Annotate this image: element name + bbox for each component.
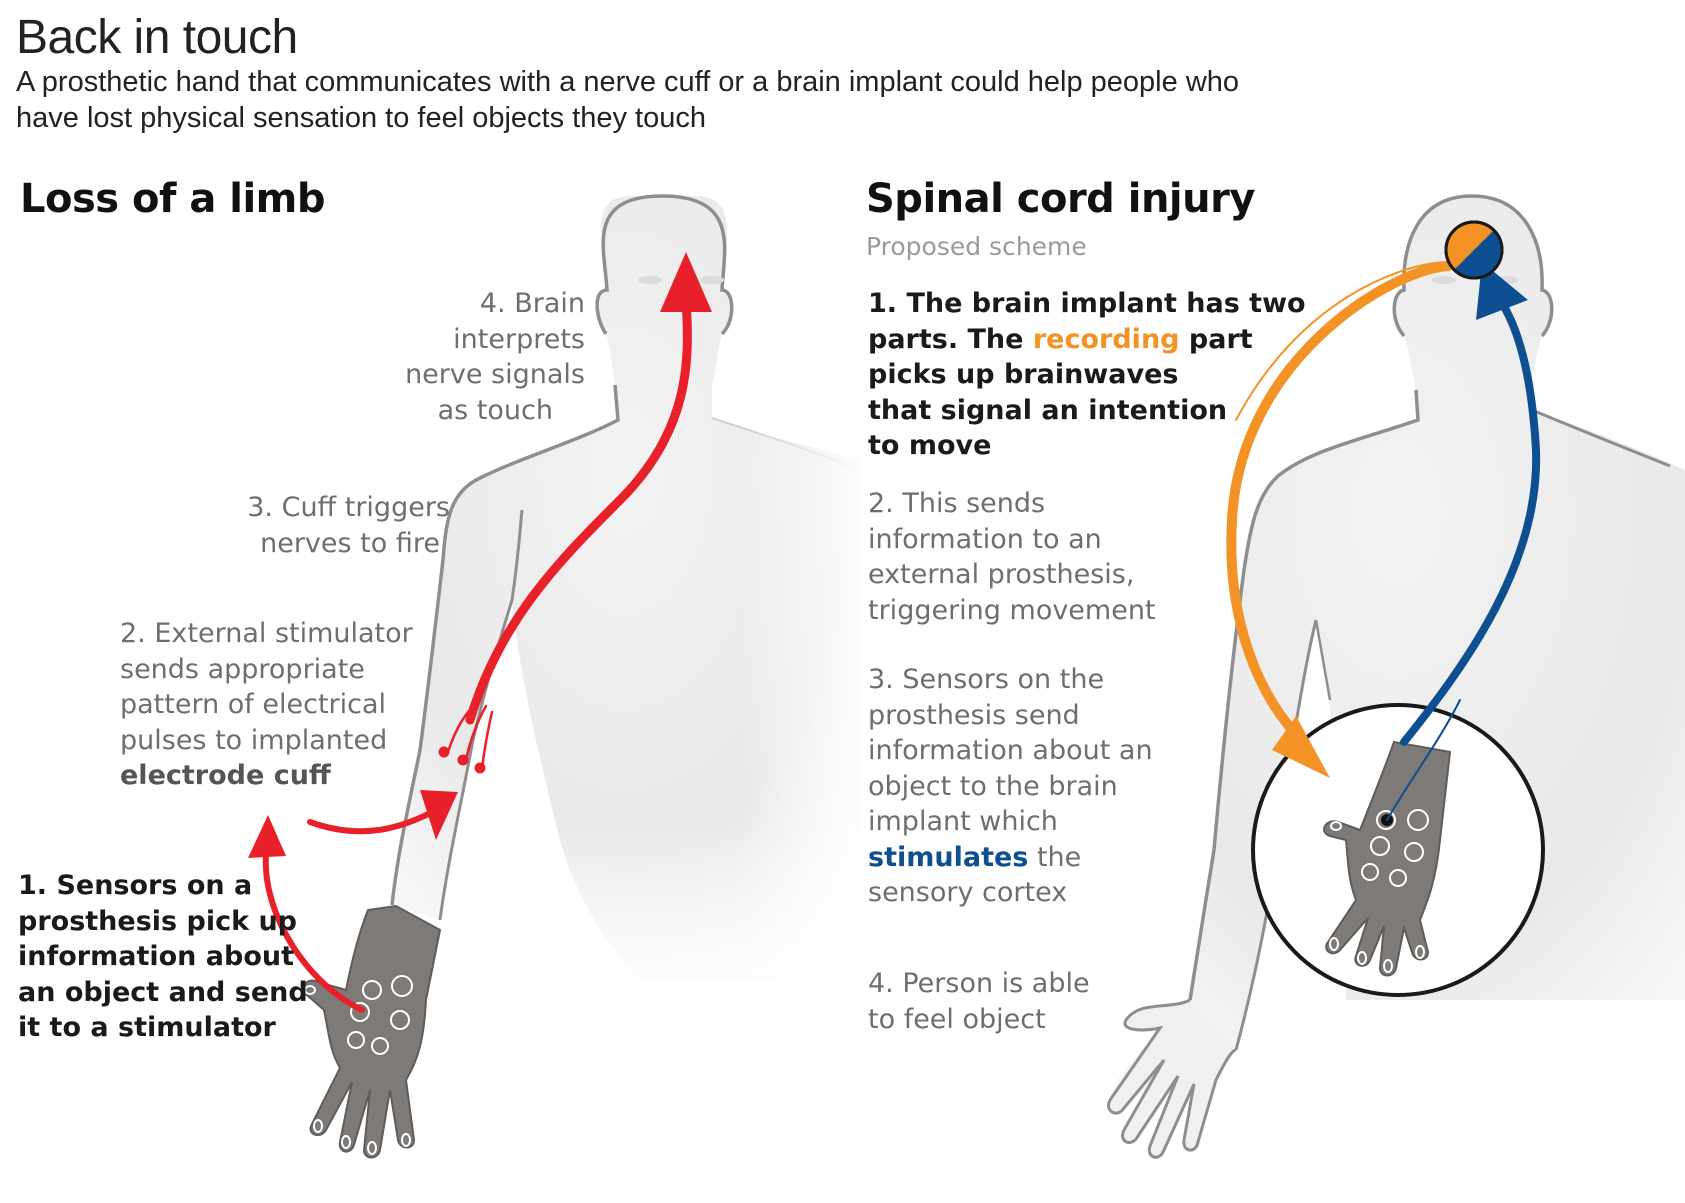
step-line: that signal an intention	[868, 394, 1228, 426]
step-line: information about an	[868, 735, 1153, 766]
brain-implant-arrows	[1226, 261, 1541, 821]
step-text: parts. The	[868, 323, 1033, 355]
left-step-3: 3. Cuff triggers nerves to fire	[220, 490, 450, 561]
page-subtitle: A prosthetic hand that communicates with…	[16, 64, 1416, 136]
step-line: prosthesis pick up	[18, 905, 297, 937]
step-line: 3. Sensors on the	[868, 664, 1105, 695]
brain-implant	[1444, 220, 1504, 280]
red-signal-arrows	[262, 295, 692, 1013]
left-step-1: 1. Sensors on a prosthesis pick up infor…	[18, 868, 318, 1046]
page-title: Back in touch	[16, 11, 298, 64]
subtitle-line: A prosthetic hand that communicates with…	[16, 66, 1240, 98]
step-line: information to an	[868, 523, 1102, 555]
step-line: implant which	[868, 806, 1058, 837]
step-line: stimulates the	[868, 840, 1198, 876]
left-prosthetic-hand	[302, 904, 442, 1159]
step-line: 2. External stimulator	[120, 618, 413, 649]
left-panel-heading: Loss of a limb	[20, 176, 325, 222]
step-line: picks up brainwaves	[868, 359, 1179, 390]
recording-highlight: recording	[1032, 323, 1180, 355]
step-line: pulses to implanted	[120, 724, 388, 756]
step-line: parts. The recording part	[868, 322, 1288, 358]
step-line: triggering movement	[868, 594, 1156, 626]
step-line: 4. Brain	[479, 288, 585, 319]
step-line: to move	[868, 430, 992, 461]
step-line: 4. Person is able	[868, 968, 1090, 999]
red-arrowheads	[248, 252, 712, 858]
subtitle-line: have lost physical sensation to feel obj…	[16, 102, 706, 134]
left-body-figure	[390, 194, 900, 1030]
step-line: information about	[18, 941, 294, 972]
step-line: as touch	[437, 394, 553, 426]
proposed-scheme-note: Proposed scheme	[866, 232, 1087, 261]
step-line: 2. This sends	[868, 488, 1046, 519]
step-line: sends appropriate	[120, 653, 365, 685]
right-panel-heading: Spinal cord injury	[866, 176, 1255, 222]
arrowheads-right	[1272, 262, 1528, 778]
step-line: external prosthesis,	[868, 559, 1135, 590]
step-line: nerve signals	[405, 359, 585, 390]
electrode-cuff-label: electrode cuff	[120, 760, 331, 791]
stimulates-highlight: stimulates	[868, 841, 1029, 873]
step-line: it to a stimulator	[18, 1012, 276, 1043]
step-line: 1. Sensors on a	[18, 870, 253, 901]
left-step-2: 2. External stimulator sends appropriate…	[120, 616, 420, 794]
step-text: part	[1179, 323, 1253, 355]
step-line: prosthesis send	[868, 699, 1080, 731]
right-prosthetic-hand	[1323, 740, 1452, 977]
step-text: the	[1028, 841, 1082, 873]
step-line: nerves to fire	[260, 527, 440, 559]
step-line: 1. The brain implant has two	[868, 288, 1306, 319]
step-line: to feel object	[868, 1003, 1046, 1035]
step-line: an object and send	[18, 976, 308, 1008]
step-line: interprets	[453, 323, 585, 355]
left-step-4: 4. Brain interprets nerve signals as tou…	[360, 286, 585, 428]
step-line: 3. Cuff triggers	[247, 492, 450, 523]
right-step-3: 3. Sensors on the prosthesis send inform…	[868, 662, 1198, 911]
step-line: object to the brain	[868, 770, 1118, 802]
right-step-1: 1. The brain implant has two parts. The …	[868, 286, 1306, 464]
right-step-2: 2. This sends information to an external…	[868, 486, 1198, 628]
step-line: pattern of electrical	[120, 689, 387, 720]
step-line: sensory cortex	[868, 877, 1068, 908]
right-step-4: 4. Person is able to feel object	[868, 966, 1168, 1037]
